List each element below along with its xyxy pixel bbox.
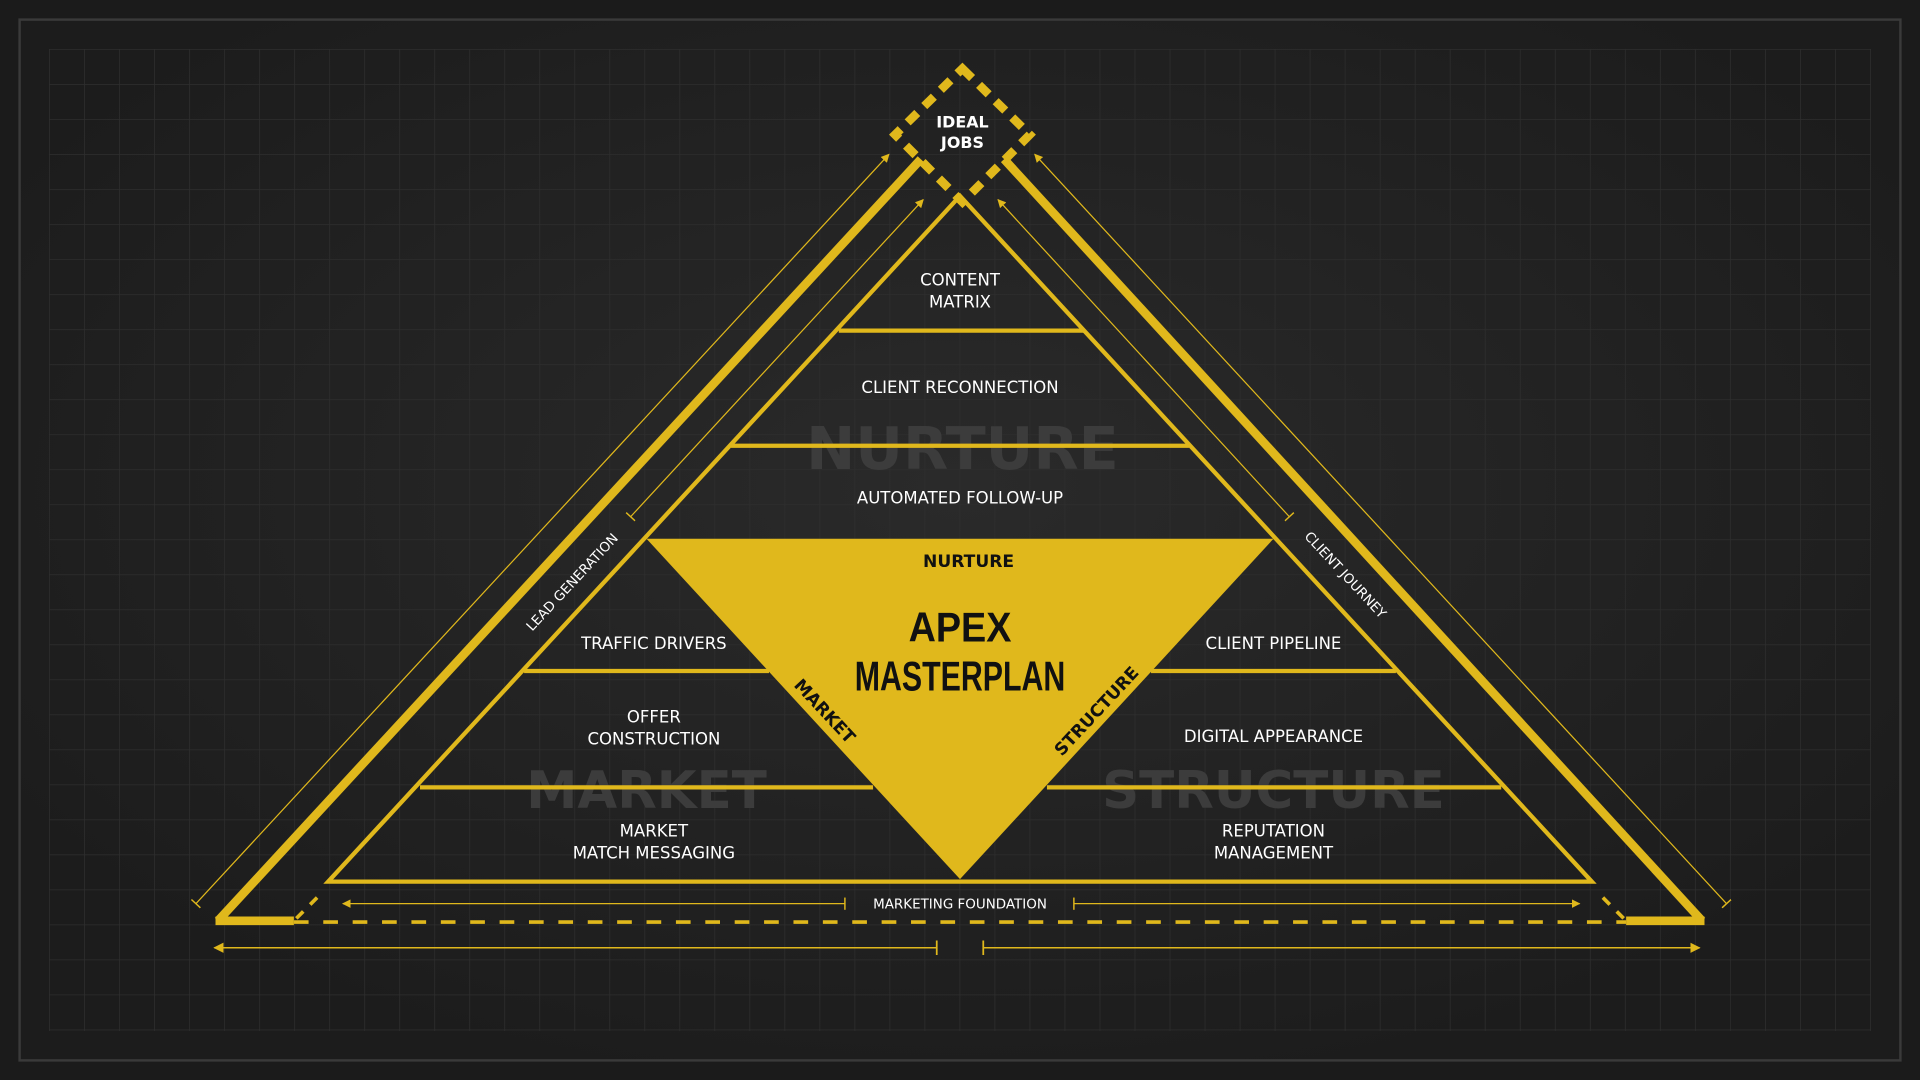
marketing-foundation-label: MARKETING FOUNDATION [873, 898, 1047, 913]
center-nurture-label: NURTURE [923, 552, 1014, 572]
inner-triangle [323, 192, 1597, 884]
ideal-jobs-label-2: JOBS [940, 133, 984, 152]
layer-market-match-1: MARKET [620, 821, 689, 840]
center-title-2: MASTERPLAN [855, 653, 1066, 700]
ideal-jobs-label-1: IDEAL [936, 112, 988, 131]
layer-traffic-drivers: TRAFFIC DRIVERS [580, 634, 727, 653]
layer-client-reconnection: CLIENT RECONNECTION [861, 378, 1058, 397]
layer-digital-appearance: DIGITAL APPEARANCE [1184, 727, 1363, 746]
watermark-nurture: NURTURE [806, 414, 1119, 483]
center-title-1: APEX [909, 604, 1012, 651]
layer-offer-construction-1: OFFER [627, 707, 681, 726]
layer-offer-construction-2: CONSTRUCTION [587, 729, 720, 748]
layer-reputation-1: REPUTATION [1222, 821, 1325, 840]
layer-client-pipeline: CLIENT PIPELINE [1206, 634, 1342, 653]
watermark-structure: STRUCTURE [1102, 761, 1445, 821]
layer-content-matrix-1: CONTENT [920, 270, 1001, 289]
apex-center-triangle [646, 538, 1274, 880]
layer-content-matrix-2: MATRIX [929, 292, 991, 311]
ideal-jobs-diamond [889, 62, 1036, 209]
guide-arrows [190, 153, 1732, 956]
layer-automated-follow-up: AUTOMATED FOLLOW-UP [857, 488, 1063, 507]
watermark-market: MARKET [526, 761, 767, 821]
layer-reputation-2: MANAGEMENT [1214, 843, 1334, 862]
layer-market-match-2: MATCH MESSAGING [573, 843, 735, 862]
